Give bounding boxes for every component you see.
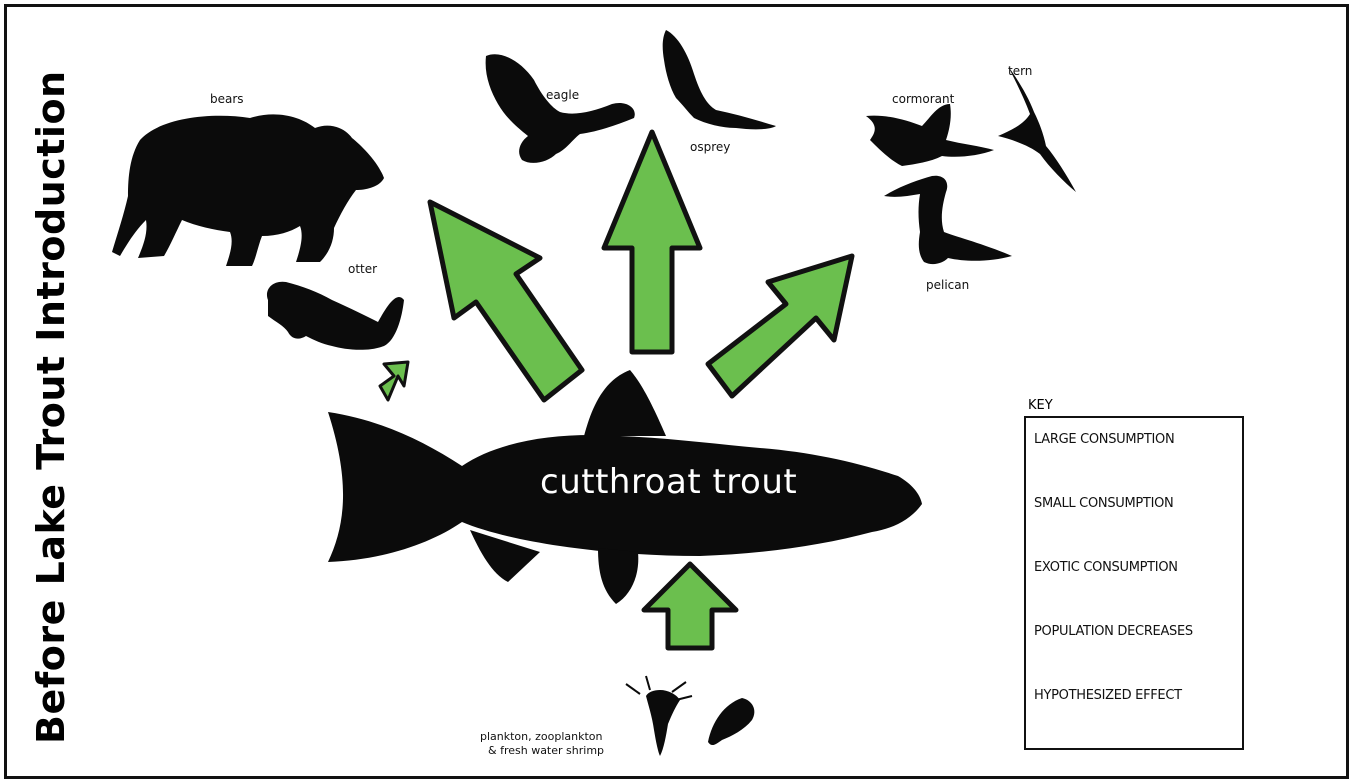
pelican-silhouette bbox=[884, 176, 1012, 264]
key-heading: KEY bbox=[1028, 398, 1053, 413]
key-population-decreases: POPULATION DECREASES bbox=[1034, 624, 1193, 639]
arrow-to-birds-center bbox=[604, 132, 700, 352]
arrow-to-bears bbox=[430, 202, 582, 400]
arrow-from-plankton bbox=[644, 564, 736, 648]
label-bears: bears bbox=[210, 92, 244, 106]
label-otter: otter bbox=[348, 262, 377, 276]
key-small-consumption: SMALL CONSUMPTION bbox=[1034, 496, 1173, 511]
osprey-silhouette bbox=[663, 30, 776, 129]
label-osprey: osprey bbox=[690, 140, 730, 154]
label-tern: tern bbox=[1008, 64, 1032, 78]
label-prey: plankton, zooplankton bbox=[480, 730, 603, 743]
key-legend: LARGE CONSUMPTION SMALL CONSUMPTION EXOT… bbox=[1024, 416, 1244, 750]
label-eagle: eagle bbox=[546, 88, 579, 102]
bear-silhouette bbox=[112, 114, 384, 266]
arrow-to-cormorant bbox=[708, 256, 852, 396]
tern-silhouette bbox=[998, 66, 1076, 192]
key-hypothesized-effect: HYPOTHESIZED EFFECT bbox=[1034, 688, 1182, 703]
label-cormorant: cormorant bbox=[892, 92, 954, 106]
label-prey-2: & fresh water shrimp bbox=[488, 744, 604, 757]
arrow-to-otter bbox=[380, 362, 408, 400]
label-pelican: pelican bbox=[926, 278, 969, 292]
otter-silhouette bbox=[267, 282, 404, 350]
eagle-silhouette bbox=[486, 54, 635, 163]
shrimp-silhouette bbox=[708, 698, 754, 745]
cormorant-silhouette bbox=[866, 104, 994, 166]
key-exotic-consumption: EXOTIC CONSUMPTION bbox=[1034, 560, 1178, 575]
plankton-silhouette bbox=[626, 676, 692, 756]
key-large-consumption: LARGE CONSUMPTION bbox=[1034, 432, 1174, 447]
label-cutthroat-trout: cutthroat trout bbox=[540, 462, 797, 502]
